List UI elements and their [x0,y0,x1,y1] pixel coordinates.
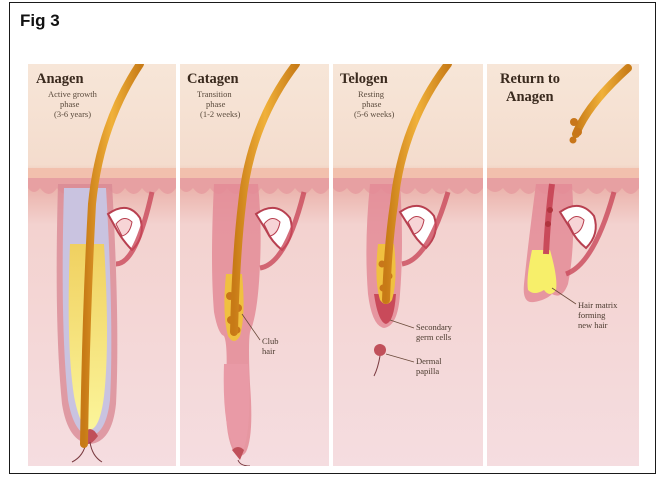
figure-label: Fig 3 [20,11,60,31]
annot-dermal-papilla-2: papilla [416,366,439,376]
annot-hair-matrix-2: forming [578,310,606,320]
panel-sub-catagen-2: phase [206,99,226,109]
annot-club-hair-1: Club [262,336,279,346]
panel-sub-telogen-1: Resting [358,89,385,99]
panel-sub-anagen-1: Active growth [48,89,98,99]
panel-title-return-2: Anagen [506,89,554,105]
panel-sub-anagen-3: (3-6 years) [54,109,91,119]
panel-sub-catagen-3: (1-2 weeks) [200,109,241,119]
hair-growth-cycle-diagram: Anagen Active growth phase (3-6 years) C… [28,64,639,466]
annot-dermal-papilla-1: Dermal [416,356,442,366]
panel-title-return-1: Return to [500,71,560,87]
panel-sub-telogen-3: (5-6 weeks) [354,109,395,119]
skin-telogen [333,168,483,194]
panel-sub-catagen-1: Transition [197,89,232,99]
annot-club-hair-2: hair [262,346,275,356]
panel-title-telogen: Telogen [340,71,388,87]
annot-secondary-germ-2: germ cells [416,332,451,342]
panel-sub-telogen-2: phase [362,99,382,109]
panel-title-catagen: Catagen [187,71,239,87]
annot-hair-matrix-3: new hair [578,320,608,330]
panel-telogen-bg [333,64,483,466]
annot-secondary-germ-1: Secondary [416,322,453,332]
panel-sub-anagen-2: phase [60,99,80,109]
annot-hair-matrix-1: Hair matrix [578,300,618,310]
panel-title-anagen: Anagen [36,71,84,87]
